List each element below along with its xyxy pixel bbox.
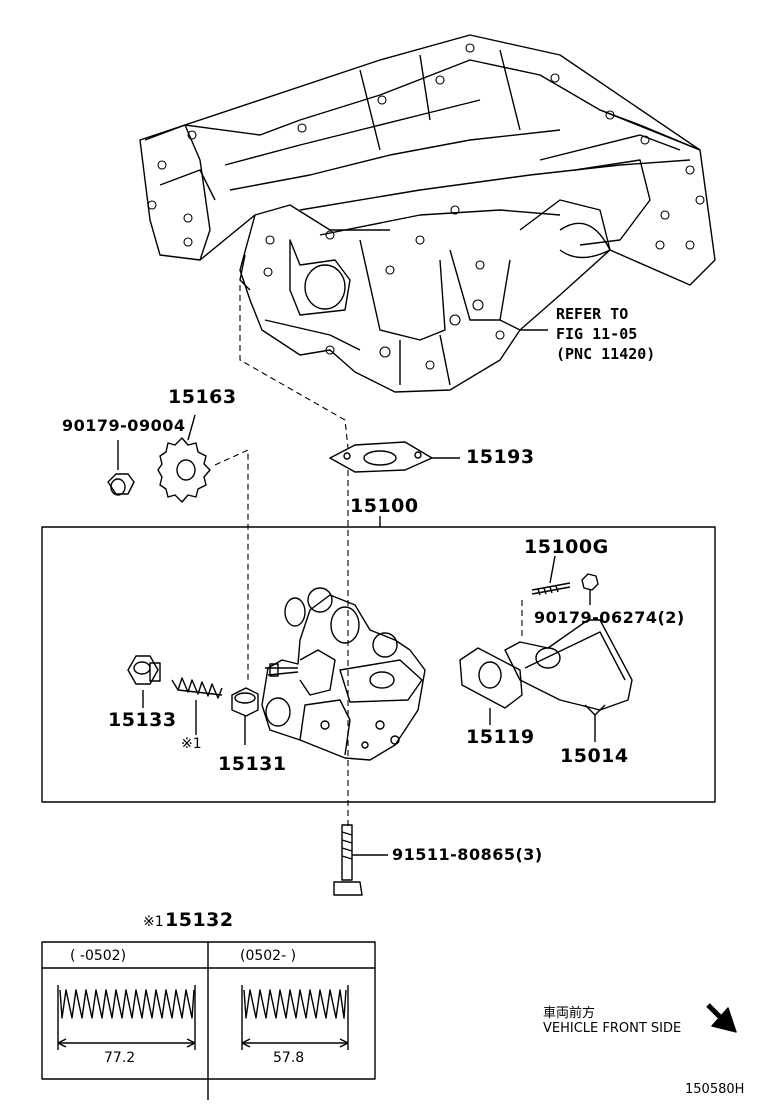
spring-1-illustration (57, 985, 196, 1050)
sprocket-15163 (157, 414, 211, 503)
spring-col2-length: 57.8 (273, 1050, 305, 1066)
nut-90179-06274 (581, 573, 599, 605)
label-90179-06274: 90179-06274(2) (534, 608, 685, 627)
label-15100G: 15100G (524, 536, 609, 558)
gasket-15119 (459, 647, 523, 725)
spring-table-part: 15132 (165, 909, 234, 931)
label-15131: 15131 (218, 753, 287, 775)
plug-15133 (127, 655, 161, 708)
spring-table (41, 941, 376, 1100)
spring-col2-header: (0502- ) (240, 948, 297, 964)
label-15193: 15193 (466, 446, 535, 468)
oil-pump-body (261, 587, 426, 761)
valve-15131 (231, 687, 259, 745)
spring-2-illustration (241, 985, 349, 1050)
label-15119: 15119 (466, 726, 535, 748)
gasket-15193 (329, 441, 460, 473)
refer-line-3: (PNC 11420) (556, 345, 656, 363)
label-91511-80865: 91511-80865(3) (392, 845, 543, 864)
label-15163: 15163 (168, 386, 237, 408)
orientation-label-en: VEHICLE FRONT SIDE (543, 1021, 682, 1036)
oil-pan-illustration (139, 34, 716, 393)
stud-15100G (531, 555, 571, 596)
label-90179-09004: 90179-09004 (62, 416, 186, 435)
label-15100: 15100 (350, 495, 419, 517)
refer-line-1: REFER TO (556, 305, 629, 323)
label-15133: 15133 (108, 709, 177, 731)
spring-col1-length: 77.2 (104, 1050, 136, 1066)
nut-90179-09004 (107, 440, 135, 496)
assembly-box-15100 (41, 526, 716, 803)
spring-col1-header: ( -0502) (70, 948, 127, 964)
relief-spring (171, 677, 223, 735)
orientation-label-jp: 車両前方 (543, 1006, 596, 1021)
direction-arrow-icon (706, 1003, 737, 1033)
label-note-1: ※1 (181, 736, 202, 752)
figure-id: 150580H (685, 1082, 745, 1097)
strainer-15014 (504, 619, 633, 742)
refer-line-2: FIG 11-05 (556, 325, 638, 343)
label-15014: 15014 (560, 745, 629, 767)
spring-table-note: ※1 (143, 914, 164, 930)
refer-leader (499, 319, 548, 331)
assembly-guide-lines (214, 285, 523, 828)
bolt-91511-80865 (333, 824, 388, 896)
